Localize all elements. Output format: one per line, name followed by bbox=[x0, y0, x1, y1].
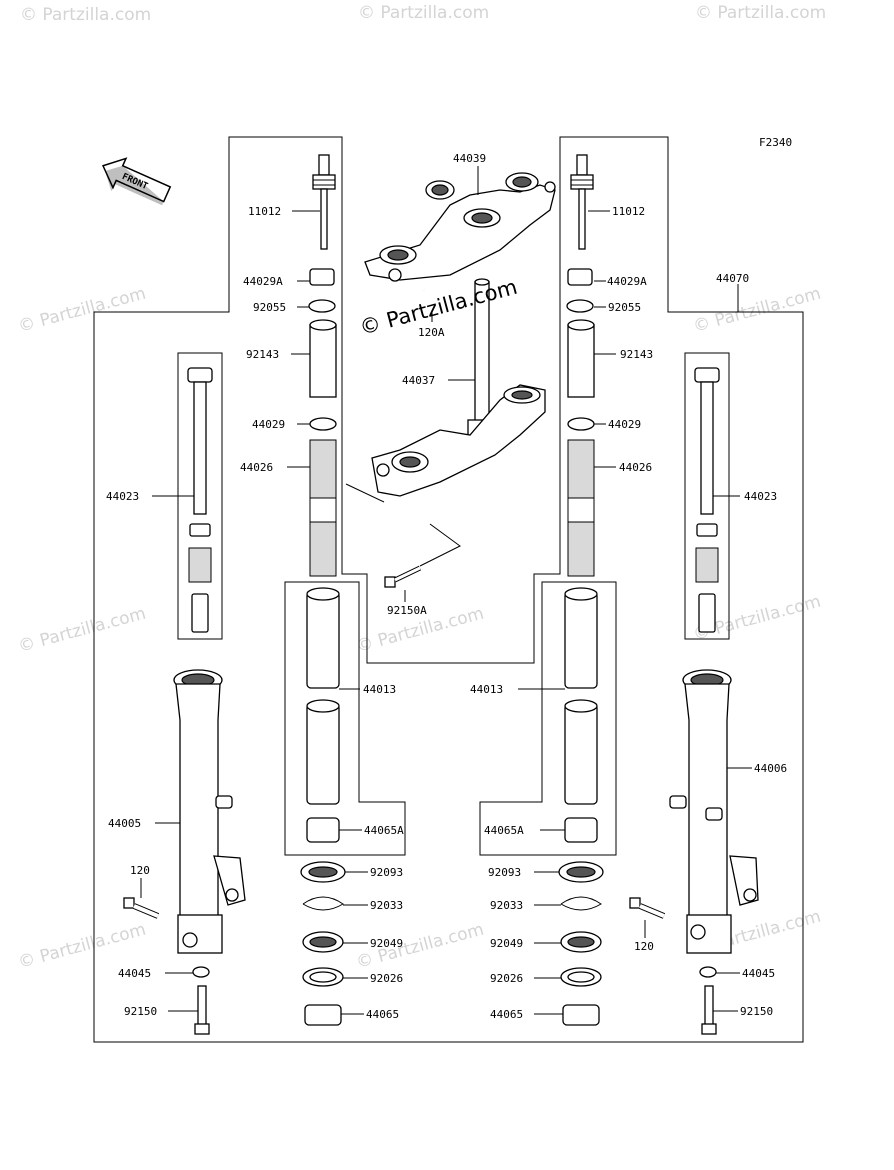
label-92143: 92143 bbox=[620, 348, 653, 361]
label-44070: 44070 bbox=[716, 272, 749, 285]
label-92055: 92055 bbox=[253, 301, 286, 314]
bolt-120a bbox=[423, 289, 447, 309]
bolt-92150a bbox=[384, 565, 422, 588]
left-washer-44045 bbox=[192, 966, 210, 978]
label-44037: 44037 bbox=[402, 374, 435, 387]
label-44026: 44026 bbox=[240, 461, 273, 474]
left-axle-bolt-120 bbox=[123, 897, 160, 919]
right-fork-cap bbox=[570, 154, 594, 250]
watermark: © Partzilla.com bbox=[358, 3, 489, 23]
label-92150: 92150 bbox=[740, 1005, 773, 1018]
part-labels: 11012 11012 44039 44029A 44029A 92055 92… bbox=[106, 152, 787, 1021]
label-11012: 11012 bbox=[612, 205, 645, 218]
seals-left bbox=[300, 861, 346, 1026]
label-92143: 92143 bbox=[246, 348, 279, 361]
right-bushing-44065a bbox=[564, 817, 598, 843]
label-92026: 92026 bbox=[490, 972, 523, 985]
right-bolt-92150 bbox=[701, 985, 717, 1035]
label-120: 120 bbox=[634, 940, 654, 953]
left-inner-tube-44013 bbox=[306, 587, 340, 805]
lower-bracket bbox=[371, 384, 546, 497]
label-44023: 44023 bbox=[744, 490, 777, 503]
left-bolt-92150 bbox=[194, 985, 210, 1035]
watermark: © Partzilla.com bbox=[16, 284, 148, 337]
watermark: © Partzilla.com bbox=[695, 3, 826, 23]
right-outer-tube-44006 bbox=[669, 669, 759, 954]
right-axle-bolt-120 bbox=[629, 897, 666, 919]
left-washer-44029 bbox=[309, 417, 337, 431]
seals-right bbox=[558, 861, 604, 1026]
label-92093: 92093 bbox=[370, 866, 403, 879]
left-oring-92055 bbox=[308, 299, 336, 313]
label-44029: 44029 bbox=[252, 418, 285, 431]
right-washer-44045 bbox=[699, 966, 717, 978]
label-44005: 44005 bbox=[108, 817, 141, 830]
label-120a: 120A bbox=[418, 326, 445, 339]
right-spring-44026 bbox=[567, 439, 595, 577]
label-44023: 44023 bbox=[106, 490, 139, 503]
label-92033: 92033 bbox=[490, 899, 523, 912]
label-44065: 44065 bbox=[490, 1008, 523, 1021]
figure-code: F2340 bbox=[759, 136, 792, 149]
label-44039: 44039 bbox=[453, 152, 486, 165]
label-44065: 44065 bbox=[366, 1008, 399, 1021]
right-spacer-44029a bbox=[567, 268, 593, 286]
label-92150: 92150 bbox=[124, 1005, 157, 1018]
label-92093: 92093 bbox=[488, 866, 521, 879]
label-44029a: 44029A bbox=[243, 275, 283, 288]
inner-tube-outline-left bbox=[284, 581, 406, 856]
front-arrow-icon: FRONT bbox=[101, 157, 172, 206]
left-fork-cap bbox=[312, 154, 336, 250]
label-44013: 44013 bbox=[470, 683, 503, 696]
label-92026: 92026 bbox=[370, 972, 403, 985]
left-bushing-44065a bbox=[306, 817, 340, 843]
label-44065a: 44065A bbox=[484, 824, 524, 837]
right-damper-rod-44023 bbox=[694, 367, 720, 633]
watermark: © Partzilla.com bbox=[20, 5, 151, 25]
right-washer-44029 bbox=[567, 417, 595, 431]
label-92049: 92049 bbox=[490, 937, 523, 950]
label-11012: 11012 bbox=[248, 205, 281, 218]
label-44006: 44006 bbox=[754, 762, 787, 775]
right-oring-92055 bbox=[566, 299, 594, 313]
label-44029: 44029 bbox=[608, 418, 641, 431]
label-44045: 44045 bbox=[118, 967, 151, 980]
watermark: © Partzilla.com bbox=[16, 920, 148, 973]
leader-lines bbox=[140, 166, 752, 1015]
label-120: 120 bbox=[130, 864, 150, 877]
upper-bracket bbox=[364, 172, 556, 282]
assembly-outline bbox=[93, 136, 804, 1043]
left-outer-tube-44005 bbox=[173, 669, 246, 954]
left-collar-92143 bbox=[309, 324, 337, 398]
label-44026: 44026 bbox=[619, 461, 652, 474]
left-spacer-44029a bbox=[309, 268, 335, 286]
label-44013: 44013 bbox=[363, 683, 396, 696]
label-92049: 92049 bbox=[370, 937, 403, 950]
label-92033: 92033 bbox=[370, 899, 403, 912]
inner-tube-outline-right bbox=[479, 581, 617, 856]
left-spring-44026 bbox=[309, 439, 337, 577]
left-damper-rod-44023 bbox=[187, 367, 213, 633]
label-44045: 44045 bbox=[742, 967, 775, 980]
label-92150a: 92150A bbox=[387, 604, 427, 617]
right-inner-tube-44013 bbox=[564, 587, 598, 805]
label-92055: 92055 bbox=[608, 301, 641, 314]
watermark: © Partzilla.com bbox=[16, 604, 148, 657]
label-44065a: 44065A bbox=[364, 824, 404, 837]
label-44029a: 44029A bbox=[607, 275, 647, 288]
right-collar-92143 bbox=[567, 324, 595, 398]
